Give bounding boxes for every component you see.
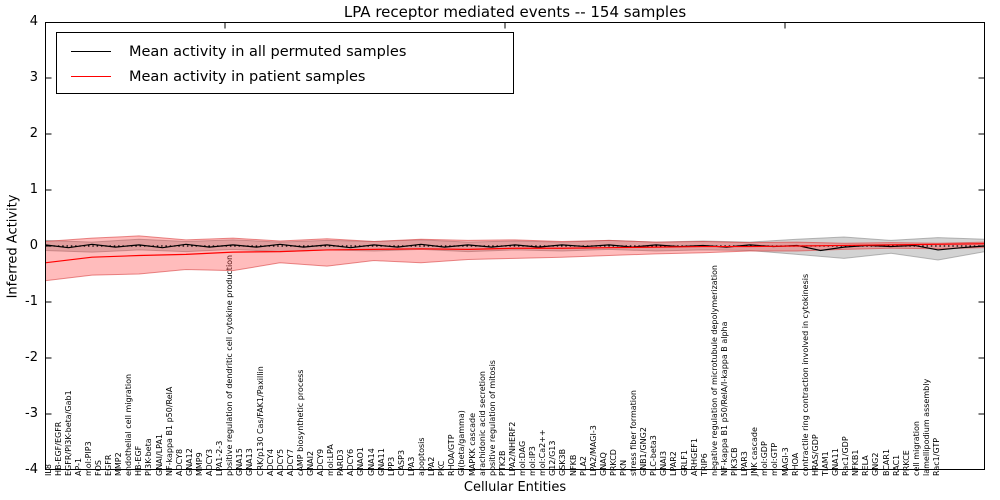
y-tick-label: -3 [25,406,38,421]
patient-line-swatch [71,76,111,77]
y-tick-label: 2 [29,126,38,141]
y-tick-label: 4 [29,14,38,29]
plot-canvas [45,22,985,470]
y-tick-label: 1 [29,182,38,197]
legend-item-permuted: Mean activity in all permuted samples [71,39,503,64]
y-tick-label: -2 [25,350,38,365]
chart-title: LPA receptor mediated events -- 154 samp… [343,3,687,21]
legend-item-patient: Mean activity in patient samples [71,64,503,89]
y-tick-label: -4 [25,462,38,477]
permuted-line-swatch [71,51,111,52]
legend-label: Mean activity in all permuted samples [129,43,407,60]
legend: Mean activity in all permuted samples Me… [56,32,514,94]
x-axis-label: Cellular Entities [463,480,567,495]
legend-label: Mean activity in patient samples [129,68,366,85]
y-tick-label: 3 [29,70,38,85]
patient-mean-line [45,243,985,264]
plot-border [45,22,985,470]
y-tick-label: 0 [29,238,38,253]
y-tick-label: -1 [25,294,38,309]
permuted-mean-line [45,243,985,252]
